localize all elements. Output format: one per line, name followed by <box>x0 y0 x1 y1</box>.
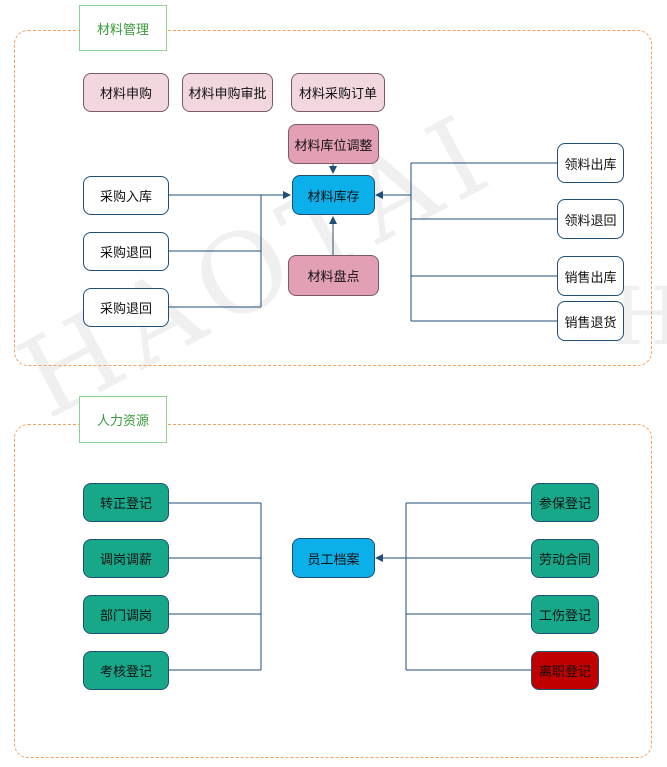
material-section-frame <box>14 30 652 366</box>
node-insurance[interactable]: 参保登记 <box>531 483 599 522</box>
node-material-requisition-approval[interactable]: 材料申购审批 <box>182 73 273 112</box>
node-appraisal[interactable]: 考核登记 <box>83 651 169 690</box>
node-material-location-adjust[interactable]: 材料库位调整 <box>288 124 379 164</box>
material-section-title: 材料管理 <box>79 5 167 51</box>
node-purchase-return-1[interactable]: 采购退回 <box>83 232 169 271</box>
hr-section-frame <box>14 424 652 758</box>
node-material-stocktake[interactable]: 材料盘点 <box>288 255 379 296</box>
node-purchase-in[interactable]: 采购入库 <box>83 176 169 215</box>
node-purchase-return-2[interactable]: 采购退回 <box>83 288 169 327</box>
node-sales-return[interactable]: 销售退货 <box>557 301 624 341</box>
node-sales-out[interactable]: 销售出库 <box>557 256 624 296</box>
node-material-requisition[interactable]: 材料申购 <box>83 73 169 112</box>
node-work-injury[interactable]: 工伤登记 <box>531 595 599 634</box>
node-issue-return[interactable]: 领料退回 <box>557 199 624 239</box>
node-resignation[interactable]: 离职登记 <box>531 651 599 690</box>
node-issue-out[interactable]: 领料出库 <box>557 143 624 183</box>
node-labor-contract[interactable]: 劳动合同 <box>531 539 599 578</box>
node-material-purchase-order[interactable]: 材料采购订单 <box>291 73 385 112</box>
node-dept-transfer[interactable]: 部门调岗 <box>83 595 169 634</box>
node-regularization[interactable]: 转正登记 <box>83 483 169 522</box>
hr-section-title: 人力资源 <box>79 396 167 443</box>
node-material-inventory[interactable]: 材料库存 <box>292 175 375 215</box>
node-transfer-salary[interactable]: 调岗调薪 <box>83 539 169 578</box>
node-employee-file[interactable]: 员工档案 <box>292 538 375 578</box>
